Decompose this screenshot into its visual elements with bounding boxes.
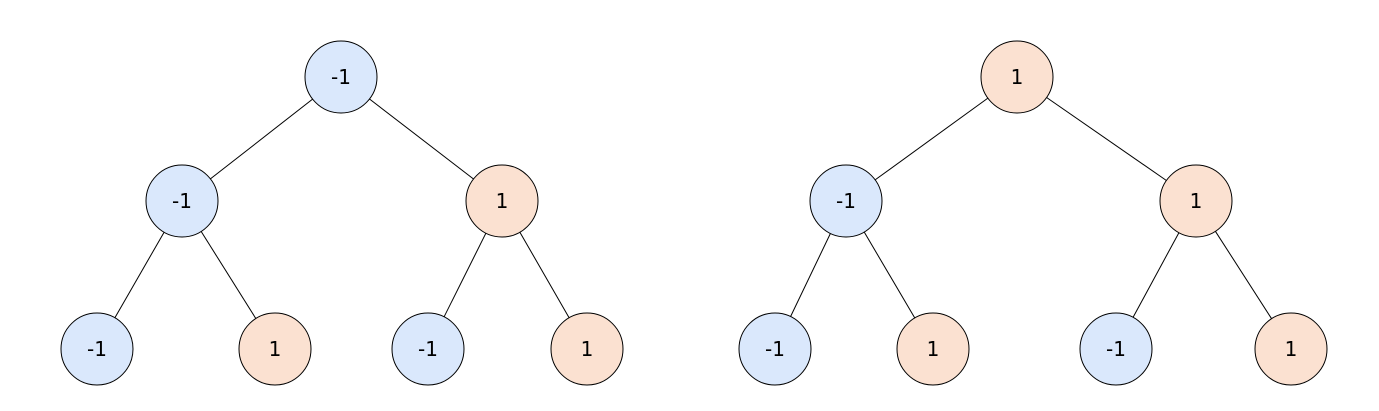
right-tree-node-r-circle xyxy=(1159,164,1233,238)
right-tree-node-lr: 1 xyxy=(896,312,970,386)
left-tree-node-rl-label: -1 xyxy=(418,337,438,361)
right-tree-edge-r-rr xyxy=(1214,231,1273,319)
left-tree-node-ll-circle xyxy=(60,312,134,386)
left-tree-node-r: 1 xyxy=(465,164,539,238)
right-tree-node-lr-label: 1 xyxy=(927,337,940,361)
left-tree-edge-r-rr xyxy=(519,231,570,319)
right-tree-edge-root-l xyxy=(874,97,989,181)
left-tree-node-ll-label: -1 xyxy=(87,337,107,361)
left-tree-node-r-label: 1 xyxy=(496,189,509,213)
right-tree-node-rl: -1 xyxy=(1079,312,1153,386)
left-tree-node-ll: -1 xyxy=(60,312,134,386)
left-tree-node-l-circle xyxy=(145,164,219,238)
left-tree-node-lr-label: 1 xyxy=(269,337,282,361)
right-tree-node-l-label: -1 xyxy=(836,189,856,213)
right-tree-node-ll-label: -1 xyxy=(765,337,785,361)
left-tree-node-rl: -1 xyxy=(391,312,465,386)
right-tree-node-l: -1 xyxy=(809,164,883,238)
left-tree-node-rr: 1 xyxy=(550,312,624,386)
right-tree-node-r-label: 1 xyxy=(1190,189,1203,213)
left-tree-edge-l-lr xyxy=(200,231,257,319)
left-tree-node-lr: 1 xyxy=(238,312,312,386)
left-tree-node-root: -1 xyxy=(304,40,378,114)
left-tree-node-r-circle xyxy=(465,164,539,238)
right-tree-edge-root-r xyxy=(1046,97,1167,181)
left-tree-edge-root-l xyxy=(210,98,313,180)
right-tree-node-root-circle xyxy=(980,40,1054,114)
left-tree-node-root-circle xyxy=(304,40,378,114)
right-tree-node-ll: -1 xyxy=(738,312,812,386)
right-tree-edge-l-ll xyxy=(790,233,831,317)
right-tree-node-root: 1 xyxy=(980,40,1054,114)
left-tree-node-l-label: -1 xyxy=(172,189,192,213)
edges-layer xyxy=(114,97,1273,319)
left-tree-node-l: -1 xyxy=(145,164,219,238)
left-tree-node-root-label: -1 xyxy=(331,65,351,89)
nodes-layer: -1 -1 1 -1 1 -1 1 1 -1 1 -1 1 -1 1 xyxy=(60,40,1328,386)
left-tree-node-lr-circle xyxy=(238,312,312,386)
right-tree-node-rr: 1 xyxy=(1254,312,1328,386)
right-tree-edge-l-lr xyxy=(863,231,916,319)
right-tree-node-rl-label: -1 xyxy=(1106,337,1126,361)
left-tree-node-rr-circle xyxy=(550,312,624,386)
left-tree-node-rl-circle xyxy=(391,312,465,386)
right-tree-node-l-circle xyxy=(809,164,883,238)
left-tree-node-rr-label: 1 xyxy=(581,337,594,361)
right-tree-node-root-label: 1 xyxy=(1011,65,1024,89)
right-tree-node-rl-circle xyxy=(1079,312,1153,386)
left-tree-edge-l-ll xyxy=(114,231,165,319)
right-tree-node-rr-circle xyxy=(1254,312,1328,386)
right-tree-node-rr-label: 1 xyxy=(1285,337,1298,361)
left-tree-edge-root-r xyxy=(369,98,474,180)
right-tree-edge-r-rl xyxy=(1132,232,1180,318)
right-tree-node-r: 1 xyxy=(1159,164,1233,238)
left-tree-edge-r-rl xyxy=(443,232,487,318)
right-tree-node-lr-circle xyxy=(896,312,970,386)
right-tree-node-ll-circle xyxy=(738,312,812,386)
